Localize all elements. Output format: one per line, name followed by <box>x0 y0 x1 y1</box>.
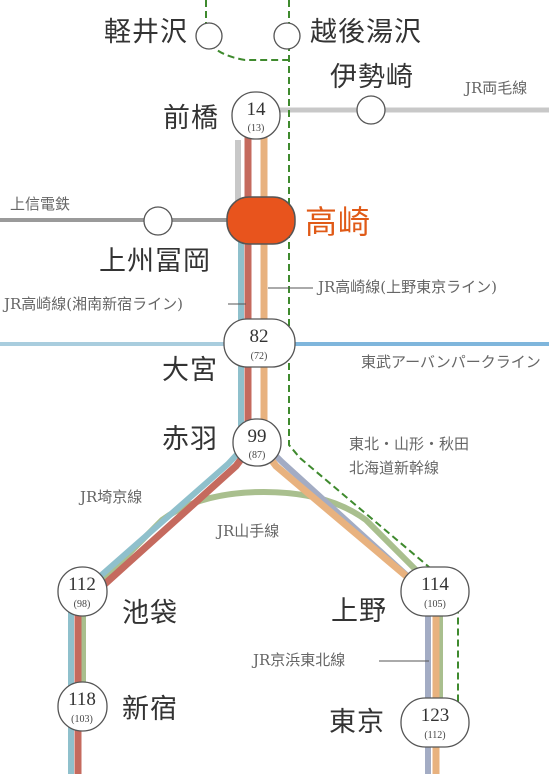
maebashi-label: 前橋 <box>163 103 219 134</box>
shinkansen-label-line2: 北海道新幹線 <box>349 459 440 477</box>
keihin-tohoku-line-label: JR京浜東北線 <box>253 651 346 669</box>
ueno-time-badge[interactable]: 114 (105) <box>400 566 470 617</box>
tokyo-minutes: 123 <box>421 705 450 726</box>
omiya-minutes-alt: (72) <box>251 351 268 362</box>
yamanote-line-label: JR山手線 <box>217 522 280 540</box>
tokyo-label: 東京 <box>329 707 385 738</box>
takasaki-shonan-line <box>74 118 252 774</box>
maebashi-time-badge[interactable]: 14 (13) <box>231 91 281 140</box>
shinjuku-time-badge[interactable]: 118 (103) <box>57 681 108 732</box>
akabane-label: 赤羽 <box>162 424 218 455</box>
karuizawa-station-marker[interactable] <box>195 22 223 50</box>
echigo-yuzawa-station-marker[interactable] <box>273 22 301 50</box>
takasaki-shonan-line-label: JR高崎線(湘南新宿ライン) <box>4 295 184 313</box>
shinkansen-line <box>288 0 459 705</box>
shinkansen-label-line1: 東北・山形・秋田 <box>349 435 470 453</box>
ueno-minutes: 114 <box>421 574 449 595</box>
shinjuku-minutes: 118 <box>68 689 96 710</box>
saikyo-line <box>68 230 244 774</box>
joshin-line-label: 上信電鉄 <box>10 195 71 213</box>
omiya-time-badge[interactable]: 82 (72) <box>223 318 296 368</box>
takasaki-ueno-tokyo-line <box>260 118 440 774</box>
maebashi-minutes: 14 <box>247 99 267 120</box>
tokyo-time-badge[interactable]: 123 (112) <box>400 697 470 748</box>
akabane-minutes-alt: (87) <box>249 450 266 461</box>
ryomo-line-label: JR両毛線 <box>465 79 528 97</box>
maebashi-minutes-alt: (13) <box>248 123 265 134</box>
joshu-tomioka-label: 上州冨岡 <box>99 246 211 277</box>
ikebukuro-time-badge[interactable]: 112 (98) <box>57 566 108 617</box>
takasaki-ueno-tokyo-line-label: JR高崎線(上野東京ライン) <box>318 278 498 296</box>
tokyo-minutes-alt: (112) <box>424 730 445 741</box>
akabane-minutes: 99 <box>248 426 267 447</box>
akabane-time-badge[interactable]: 99 (87) <box>232 418 282 467</box>
takasaki-label: 高崎 <box>305 203 372 241</box>
ueno-label: 上野 <box>331 596 387 627</box>
isesaki-station-marker[interactable] <box>356 95 386 125</box>
omiya-label: 大宮 <box>162 355 218 386</box>
joshu-tomioka-station-marker[interactable] <box>143 206 173 236</box>
isesaki-label: 伊勢崎 <box>330 62 414 93</box>
shinjuku-minutes-alt: (103) <box>71 714 93 725</box>
omiya-minutes: 82 <box>250 326 269 347</box>
ueno-minutes-alt: (105) <box>424 599 446 610</box>
shinjuku-label: 新宿 <box>122 694 178 725</box>
tobu-urban-park-line-label: 東武アーバンパークライン <box>361 353 541 371</box>
ikebukuro-minutes-alt: (98) <box>74 599 91 610</box>
saikyo-line-label: JR埼京線 <box>80 488 143 506</box>
echigo-yuzawa-label: 越後湯沢 <box>310 17 422 48</box>
takasaki-hub-marker[interactable] <box>226 196 296 245</box>
ikebukuro-label: 池袋 <box>122 598 178 629</box>
ikebukuro-minutes: 112 <box>68 574 96 595</box>
karuizawa-label: 軽井沢 <box>104 17 188 48</box>
